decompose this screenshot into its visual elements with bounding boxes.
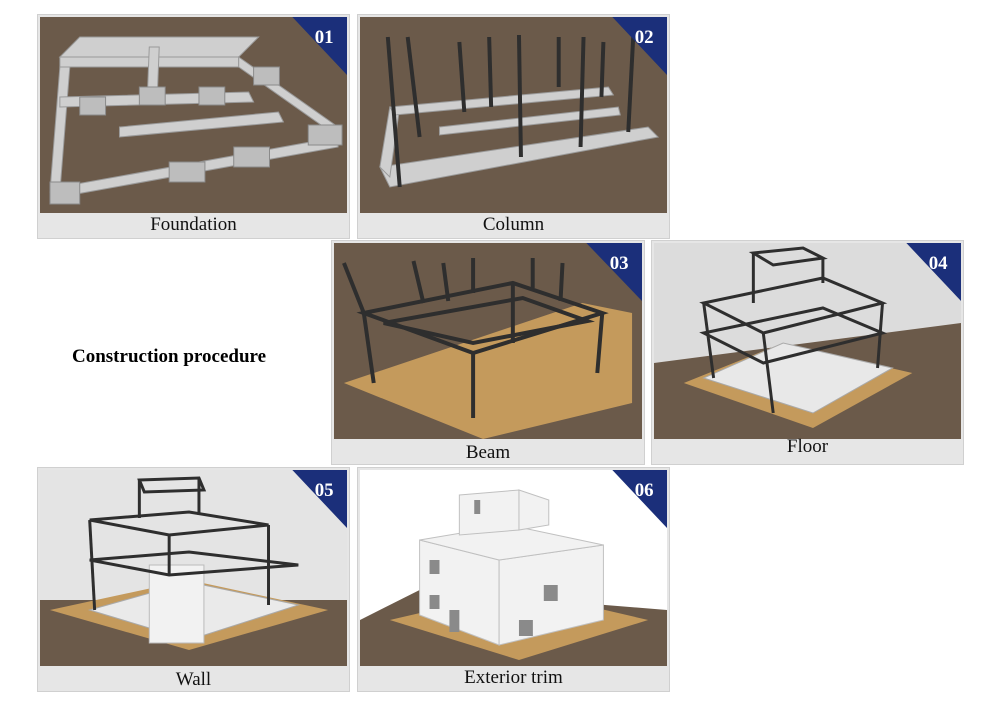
foundation-image: 01	[40, 17, 347, 213]
step-panel-column: 02 Column	[357, 14, 670, 239]
column-image: 02	[360, 17, 667, 213]
step-panel-floor: 04 Floor	[651, 240, 964, 465]
step-number-01: 01	[315, 27, 334, 48]
step-caption: Beam	[465, 442, 511, 463]
step-panel-beam: 03 Beam	[331, 240, 645, 465]
step-number-02: 02	[635, 27, 654, 48]
wall-image: 05	[40, 470, 347, 666]
step-panel-wall: 05 Wall	[37, 467, 350, 692]
diagram-title: Construction procedure	[72, 346, 267, 367]
beam-image: 03	[334, 243, 642, 439]
exterior-trim-image: 06	[360, 470, 667, 666]
step-caption: Column	[482, 214, 545, 235]
step-number-04: 04	[929, 253, 948, 274]
step-caption: Exterior trim	[464, 667, 563, 688]
step-caption: Foundation	[150, 214, 237, 235]
step-number-05: 05	[315, 480, 334, 501]
step-panel-foundation: 01 Foundation	[37, 14, 350, 239]
step-panel-exterior-trim: 06 Exterior trim	[357, 467, 670, 692]
floor-image: 04	[654, 243, 961, 439]
step-caption: Floor	[786, 436, 829, 457]
step-number-03: 03	[610, 253, 629, 274]
step-number-06: 06	[635, 480, 654, 501]
step-caption: Wall	[175, 669, 212, 690]
